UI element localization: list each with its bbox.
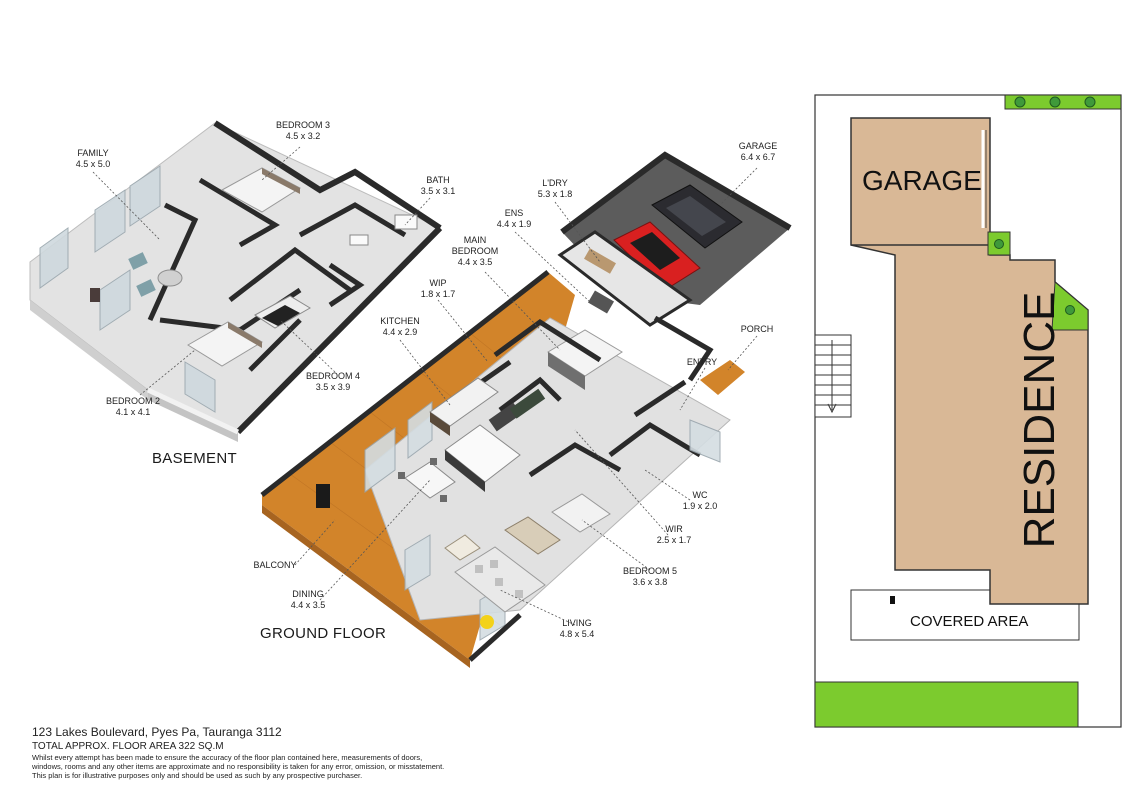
room-dimensions: 4.4 x 2.9: [382, 327, 418, 337]
site-label-covered-area: COVERED AREA: [910, 613, 1029, 630]
level-label-basement: BASEMENT: [152, 450, 237, 467]
tree-icon: [1014, 96, 1026, 108]
tree-icon: [1049, 96, 1061, 108]
room-name: WC: [692, 490, 708, 500]
room-dimensions: 3.5 x 3.9: [315, 382, 351, 392]
room-label-wip: WIP 1.8 x 1.7: [410, 278, 466, 300]
basement-wall-north: [213, 120, 442, 231]
room-label-bedroom-5: BEDROOM 5 3.6 x 3.8: [615, 566, 685, 588]
living-rug: [454, 546, 546, 613]
balcony-bbq: [316, 484, 330, 508]
room-name: WIP: [429, 278, 447, 288]
basement-beds: [187, 167, 311, 367]
room-label-wc: WC 1.9 x 2.0: [672, 490, 728, 512]
site-stairs: [814, 334, 852, 418]
room-label-family: FAMILY 4.5 x 5.0: [65, 148, 121, 170]
room-dimensions: 4.4 x 3.5: [457, 257, 493, 267]
property-address: 123 Lakes Boulevard, Pyes Pa, Tauranga 3…: [32, 725, 282, 739]
room-name: ENTRY: [686, 357, 718, 367]
room-label-garage: GARAGE 6.4 x 6.7: [730, 141, 786, 163]
total-floor-area: TOTAL APPROX. FLOOR AREA 322 SQ.M: [32, 741, 224, 752]
room-dimensions: 4.1 x 4.1: [115, 407, 151, 417]
site-lawn: [814, 681, 1079, 728]
site-plan: [814, 94, 1122, 728]
room-name: BATH: [426, 175, 450, 185]
basement-floor-plan: [29, 120, 443, 442]
disclaimer-line-1: Whilst every attempt has been made to en…: [32, 753, 423, 762]
room-label-bedroom-4: BEDROOM 4 3.5 x 3.9: [300, 371, 366, 393]
room-dimensions: 4.4 x 1.9: [496, 219, 532, 229]
room-label-wir: WIR 2.5 x 1.7: [646, 524, 702, 546]
room-dimensions: 1.8 x 1.7: [420, 289, 456, 299]
ground-floor-plan: [260, 151, 792, 668]
room-dimensions: 1.9 x 2.0: [682, 501, 718, 511]
room-label-bedroom-2: BEDROOM 2 4.1 x 4.1: [100, 396, 166, 418]
room-dimensions: 4.5 x 3.2: [285, 131, 321, 141]
room-name: ENS: [504, 208, 524, 218]
room-name: BEDROOM 5: [622, 566, 677, 576]
room-label-kitchen: KITCHEN 4.4 x 2.9: [372, 316, 428, 338]
room-name: WIR: [665, 524, 683, 534]
room-name: BEDROOM 2: [105, 396, 160, 406]
room-dimensions: 3.5 x 3.1: [420, 186, 456, 196]
room-label-porch: PORCH: [735, 324, 779, 335]
room-label-ensuite: ENS 4.4 x 1.9: [486, 208, 542, 230]
disclaimer-line-3: This plan is for illustrative purposes o…: [32, 771, 363, 780]
room-name: BALCONY: [253, 560, 297, 570]
dining-table: [404, 461, 456, 499]
room-name: L'DRY: [542, 178, 568, 188]
tree-icon: [1084, 96, 1096, 108]
room-name: FAMILY: [77, 148, 109, 158]
label-leaders: [92, 146, 758, 626]
room-label-bedroom-3: BEDROOM 3 4.5 x 3.2: [270, 120, 336, 142]
basement-slab-edge: [30, 300, 148, 400]
room-name: LIVING: [562, 618, 592, 628]
room-label-balcony: BALCONY: [248, 560, 302, 571]
tree-icon: [994, 239, 1004, 249]
room-label-living: LIVING 4.8 x 5.4: [549, 618, 605, 640]
room-dimensions: 2.5 x 1.7: [656, 535, 692, 545]
garage-cars: [613, 184, 743, 291]
room-label-bath: BATH 3.5 x 3.1: [410, 175, 466, 197]
basement-wall-east: [235, 225, 443, 435]
room-name: KITCHEN: [380, 316, 420, 326]
level-label-ground-floor: GROUND FLOOR: [260, 625, 387, 642]
room-dimensions: 5.3 x 1.8: [537, 189, 573, 199]
site-label-garage: GARAGE: [862, 165, 982, 196]
room-name: DINING: [292, 589, 324, 599]
room-dimensions: 4.8 x 5.4: [559, 629, 595, 639]
room-name: BEDROOM 4: [305, 371, 360, 381]
room-dimensions: 6.4 x 6.7: [740, 152, 776, 162]
room-dimensions: 4.5 x 5.0: [75, 159, 111, 169]
room-name: BEDROOM 3: [275, 120, 330, 130]
disclaimer-line-2: windows, rooms and any other items are a…: [32, 762, 445, 771]
room-label-entry: ENTRY: [680, 357, 724, 368]
room-label-laundry: L'DRY 5.3 x 1.8: [527, 178, 583, 200]
tree-icon: [1065, 305, 1075, 315]
room-name: GARAGE: [738, 141, 778, 151]
room-name: MAIN BEDROOM: [451, 235, 499, 256]
room-name: PORCH: [740, 324, 774, 334]
room-label-main-bedroom: MAIN BEDROOM 4.4 x 3.5: [442, 235, 508, 268]
room-label-dining: DINING 4.4 x 3.5: [280, 589, 336, 611]
room-dimensions: 3.6 x 3.8: [632, 577, 668, 587]
room-dimensions: 4.4 x 3.5: [290, 600, 326, 610]
site-label-residence: RESIDENCE: [1015, 291, 1064, 549]
living-chair-yellow: [480, 615, 494, 629]
family-table: [157, 269, 183, 287]
